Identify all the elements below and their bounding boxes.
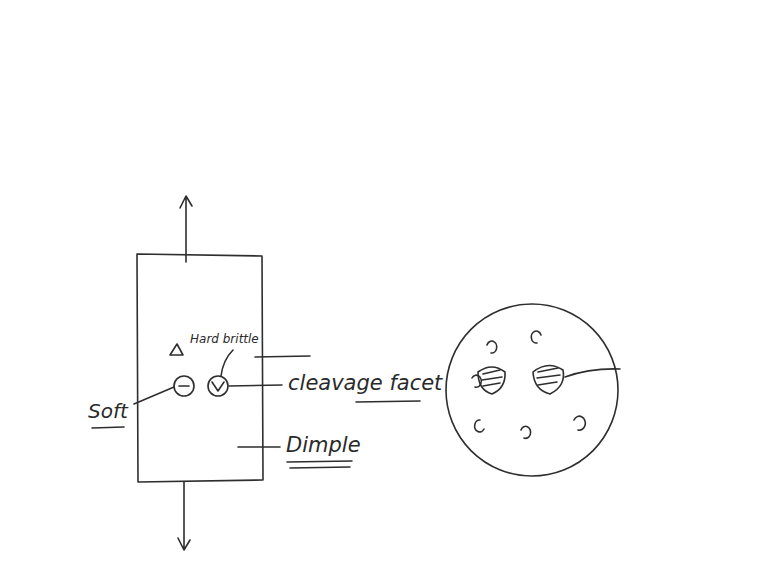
particle-mark bbox=[179, 382, 224, 391]
dimple bbox=[531, 331, 541, 343]
leader-line bbox=[229, 385, 282, 386]
particle bbox=[208, 376, 228, 396]
dimple bbox=[574, 416, 585, 430]
underline bbox=[92, 427, 124, 428]
handwritten-label: Soft bbox=[88, 400, 128, 422]
leader-line bbox=[238, 446, 280, 448]
leader-line bbox=[221, 350, 233, 376]
cleavage-facet bbox=[478, 367, 505, 394]
dimple bbox=[475, 420, 484, 432]
handwritten-label: cleavage facet bbox=[288, 372, 442, 395]
dimple bbox=[487, 341, 497, 353]
dimple bbox=[521, 426, 531, 438]
leader-line bbox=[134, 387, 174, 404]
tension-arrow bbox=[178, 482, 190, 550]
leader-line bbox=[565, 369, 620, 377]
fracture-surface bbox=[446, 304, 618, 476]
cleavage-facet bbox=[533, 365, 563, 394]
handwritten-label: Hard brittle bbox=[190, 333, 259, 346]
underline bbox=[356, 401, 420, 402]
void-symbol bbox=[170, 344, 183, 355]
facet-hatch bbox=[482, 370, 502, 386]
tension-arrow bbox=[180, 196, 192, 262]
underline bbox=[287, 461, 352, 468]
facet-hatch bbox=[537, 368, 560, 385]
underline bbox=[255, 356, 310, 357]
handwritten-label: Dimple bbox=[286, 434, 361, 457]
